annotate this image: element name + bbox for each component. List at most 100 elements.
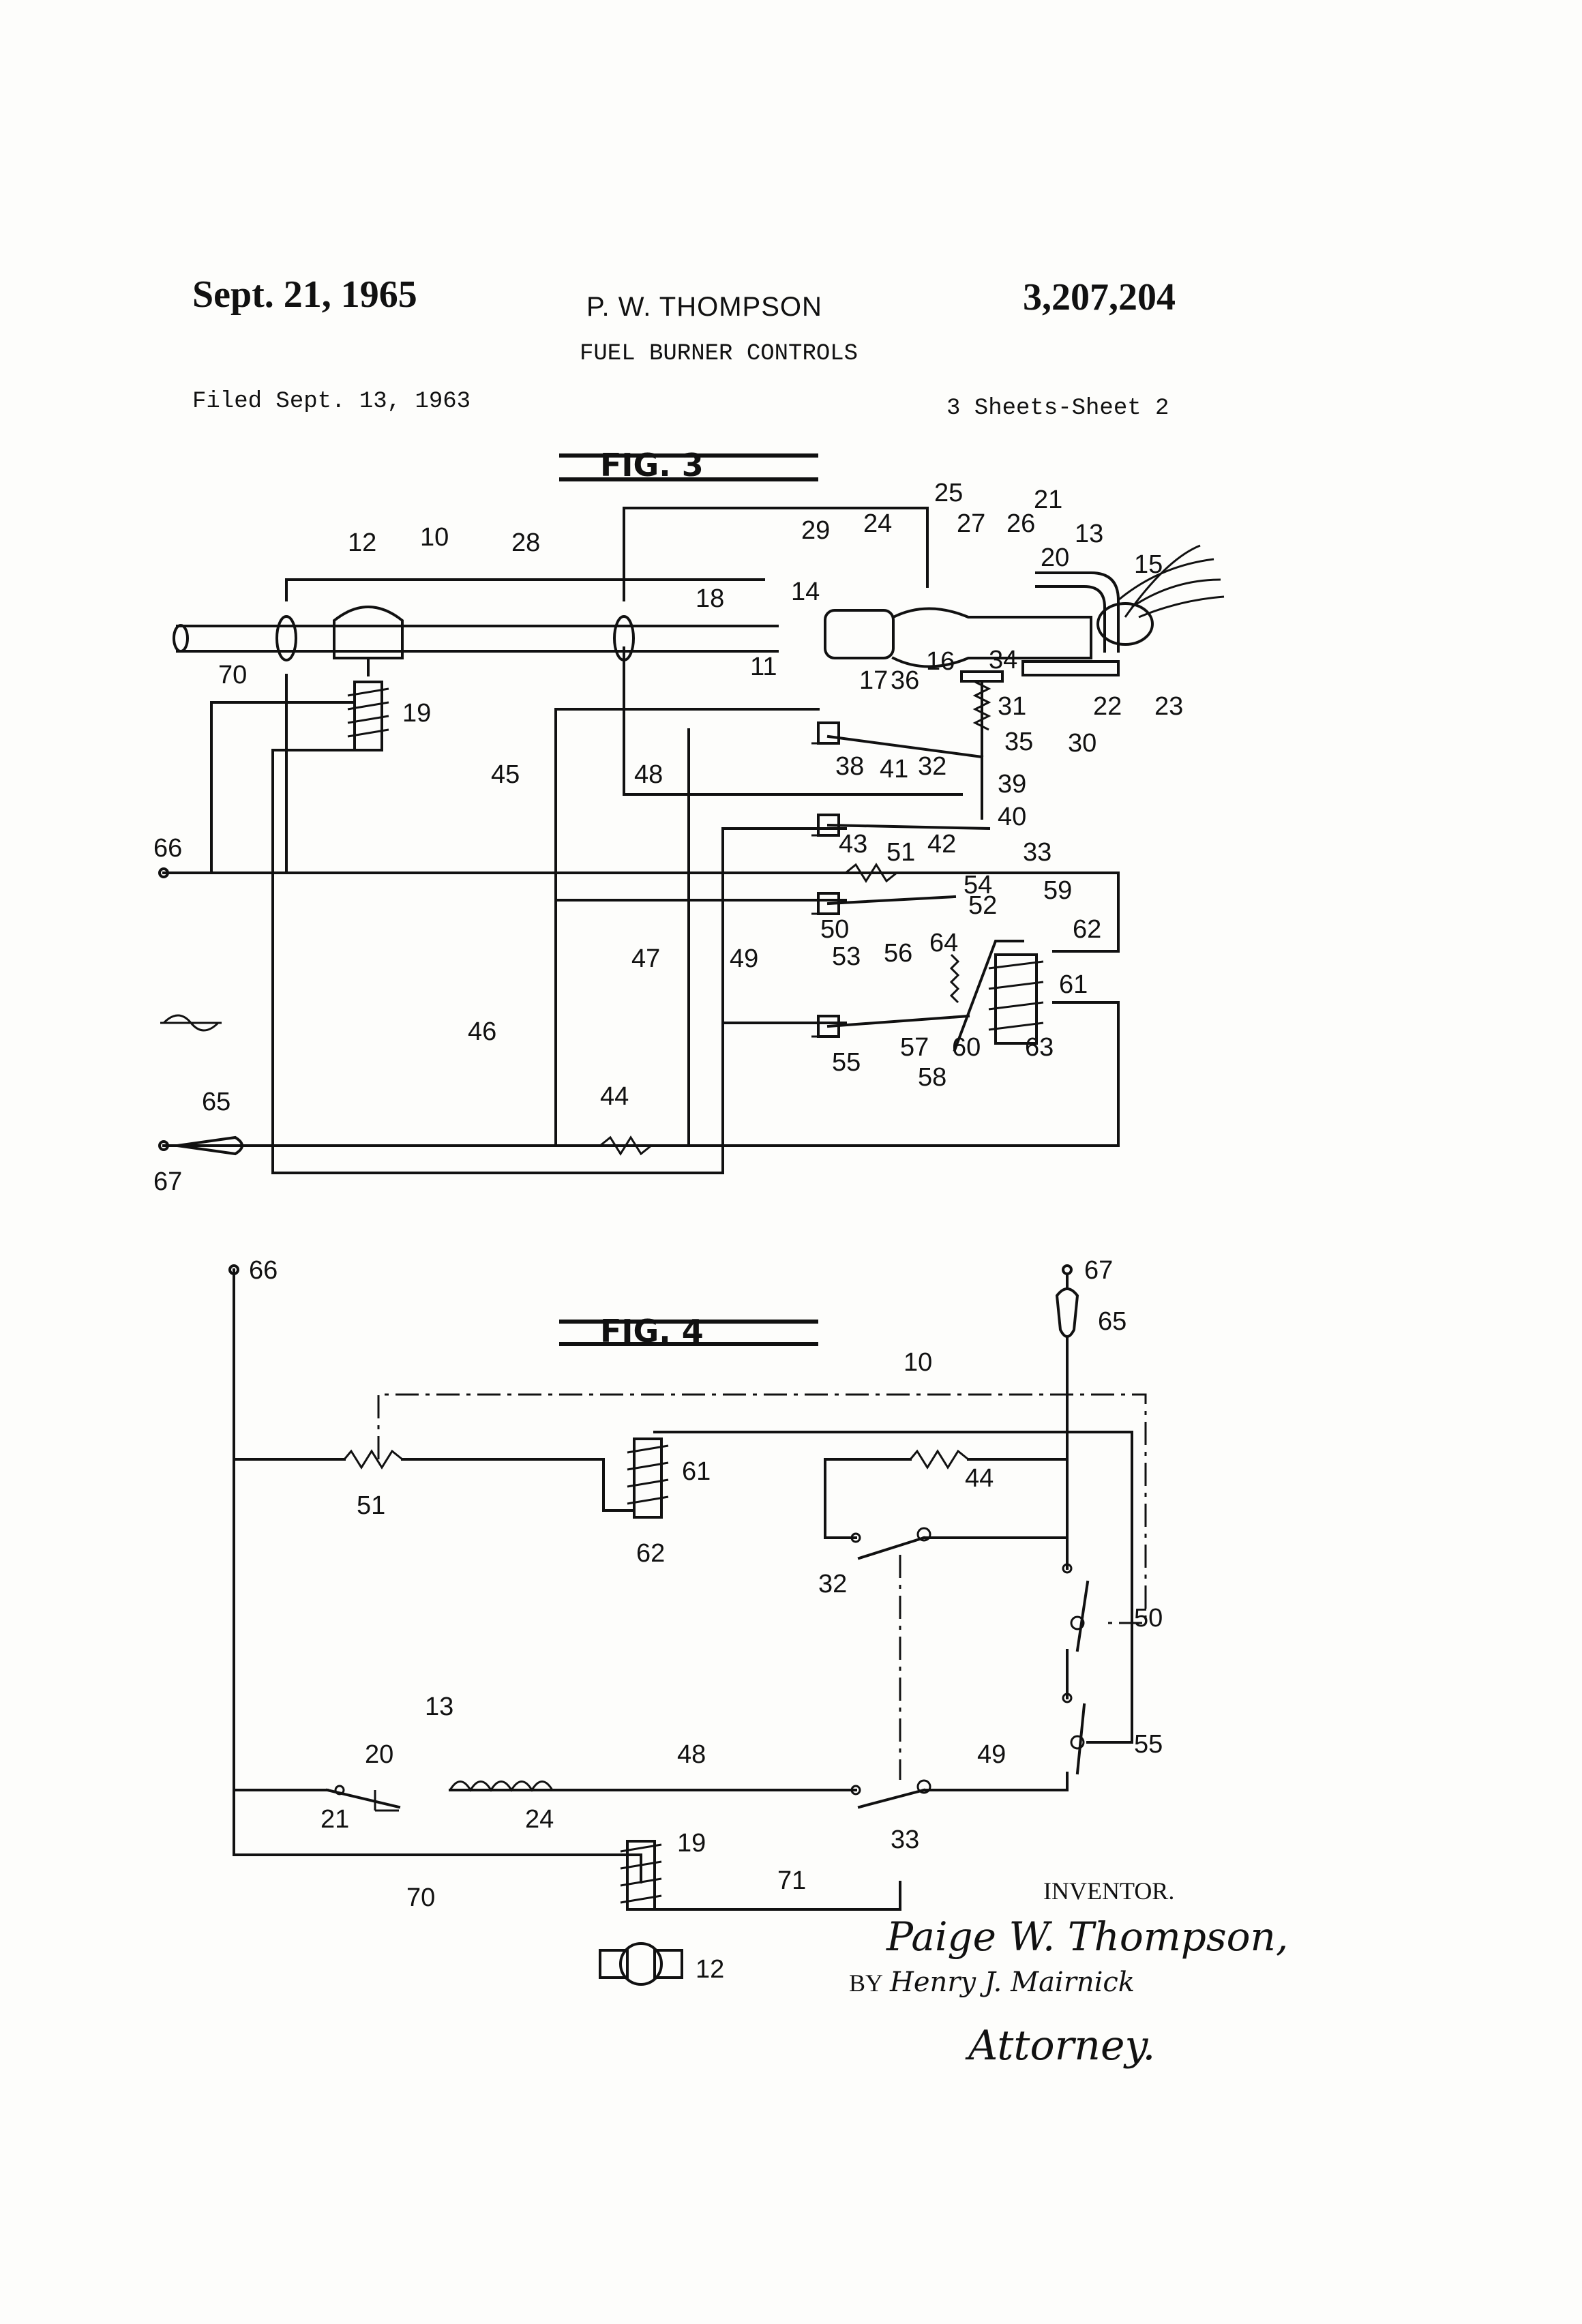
fig4-label-70: 70 xyxy=(406,1883,435,1912)
label-22: 22 xyxy=(1093,692,1122,721)
fig4-label-55: 55 xyxy=(1134,1730,1163,1759)
label-70: 70 xyxy=(218,661,247,689)
label-42: 42 xyxy=(927,830,956,859)
label-55: 55 xyxy=(832,1048,861,1077)
label-62: 62 xyxy=(1073,915,1101,944)
label-11: 11 xyxy=(750,653,777,681)
label-27: 27 xyxy=(957,509,985,538)
label-21: 21 xyxy=(1034,486,1062,514)
label-60: 60 xyxy=(952,1033,981,1062)
label-31: 31 xyxy=(998,692,1026,721)
label-29: 29 xyxy=(801,516,830,545)
fig4-label-21: 21 xyxy=(320,1805,349,1834)
label-24: 24 xyxy=(863,509,892,538)
fig4-switch-65 xyxy=(1057,1275,1077,1337)
fig4-label-44: 44 xyxy=(965,1464,994,1493)
fig4-label-49: 49 xyxy=(977,1740,1006,1769)
fig4-label-65: 65 xyxy=(1098,1307,1126,1336)
by-label: BY xyxy=(849,1969,883,1997)
label-67: 67 xyxy=(153,1167,182,1196)
label-58: 58 xyxy=(918,1063,946,1092)
fig4-label-13: 13 xyxy=(425,1693,453,1721)
fig4-label-32: 32 xyxy=(818,1570,847,1598)
label-64: 64 xyxy=(929,929,958,957)
fig4-label-51: 51 xyxy=(357,1491,385,1520)
label-12: 12 xyxy=(348,528,376,557)
fig4-labels: 66 67 65 10 51 61 44 62 32 50 55 13 20 4… xyxy=(249,1256,1163,1984)
label-65: 65 xyxy=(202,1088,230,1116)
fig4-relay xyxy=(627,1439,668,1517)
label-35: 35 xyxy=(1004,728,1033,756)
attorney-signature: Henry J. Mairnick xyxy=(889,1967,1135,1998)
signature-block: INVENTOR. Paige W. Thompson, BY Henry J.… xyxy=(849,1877,1288,2070)
label-49: 49 xyxy=(730,944,758,973)
label-36: 36 xyxy=(891,666,919,695)
ground-marks xyxy=(811,743,839,1037)
fig4-label-24: 24 xyxy=(525,1805,554,1834)
fig4-label-50: 50 xyxy=(1134,1604,1163,1633)
fig3-title-text: FIG. 3 xyxy=(600,447,704,483)
fig4-title-text: FIG. 4 xyxy=(600,1313,704,1350)
label-14: 14 xyxy=(791,578,820,606)
label-23: 23 xyxy=(1154,692,1183,721)
label-19: 19 xyxy=(402,699,431,728)
label-18: 18 xyxy=(696,584,724,613)
attorney-label: Attorney. xyxy=(965,2022,1155,2070)
label-39: 39 xyxy=(998,770,1026,799)
label-50: 50 xyxy=(820,915,849,944)
label-26: 26 xyxy=(1006,509,1035,538)
label-52: 52 xyxy=(968,891,997,920)
label-28: 28 xyxy=(511,528,540,557)
label-45: 45 xyxy=(491,760,520,789)
fig4-label-33: 33 xyxy=(891,1826,919,1854)
inventor-signature: Paige W. Thompson, xyxy=(886,1913,1288,1960)
label-16: 16 xyxy=(926,647,955,676)
fig4-linkage xyxy=(378,1395,1146,1780)
label-30: 30 xyxy=(1068,729,1096,758)
label-10: 10 xyxy=(420,523,449,552)
fig3-resistors xyxy=(600,865,897,1154)
fig4-label-19: 19 xyxy=(677,1829,706,1858)
fig4-label-61: 61 xyxy=(682,1457,711,1486)
label-34: 34 xyxy=(989,646,1017,674)
label-46: 46 xyxy=(468,1017,496,1046)
fig4-label-48: 48 xyxy=(677,1740,706,1769)
fig4-terminal-67 xyxy=(1063,1266,1071,1274)
fig3-labels: 10 12 28 18 14 11 17 16 36 34 31 35 32 3… xyxy=(153,479,1183,1196)
label-38: 38 xyxy=(835,752,864,781)
fig4-label-12: 12 xyxy=(696,1955,724,1984)
label-32: 32 xyxy=(918,752,946,781)
label-43: 43 xyxy=(839,830,867,859)
fig4-diagram: FIG. 4 xyxy=(230,1256,1163,1984)
label-63: 63 xyxy=(1025,1033,1054,1062)
label-56: 56 xyxy=(884,939,912,968)
label-44: 44 xyxy=(600,1082,629,1111)
label-25: 25 xyxy=(934,479,963,507)
label-20: 20 xyxy=(1041,543,1069,572)
fig4-label-67: 67 xyxy=(1084,1256,1113,1285)
label-47: 47 xyxy=(631,944,660,973)
label-51: 51 xyxy=(886,838,915,867)
label-15: 15 xyxy=(1134,550,1163,579)
fig4-label-71: 71 xyxy=(777,1866,806,1895)
fig3-title: FIG. 3 xyxy=(559,447,818,483)
fig4-label-20: 20 xyxy=(365,1740,393,1769)
solenoid-19 xyxy=(348,682,389,750)
inventor-label: INVENTOR. xyxy=(1043,1877,1174,1905)
fig3-diagram: FIG. 3 xyxy=(153,447,1224,1196)
label-40: 40 xyxy=(998,803,1026,831)
fig3-wiring xyxy=(164,508,1118,1173)
label-57: 57 xyxy=(900,1033,929,1062)
label-53: 53 xyxy=(832,942,861,971)
fig4-label-10: 10 xyxy=(904,1348,932,1377)
fig4-label-66: 66 xyxy=(249,1256,278,1285)
label-59: 59 xyxy=(1043,876,1072,905)
label-61: 61 xyxy=(1059,970,1088,999)
label-17: 17 xyxy=(859,666,888,695)
label-66: 66 xyxy=(153,834,182,863)
label-48: 48 xyxy=(634,760,663,789)
label-33: 33 xyxy=(1023,838,1051,867)
label-13: 13 xyxy=(1075,520,1103,548)
